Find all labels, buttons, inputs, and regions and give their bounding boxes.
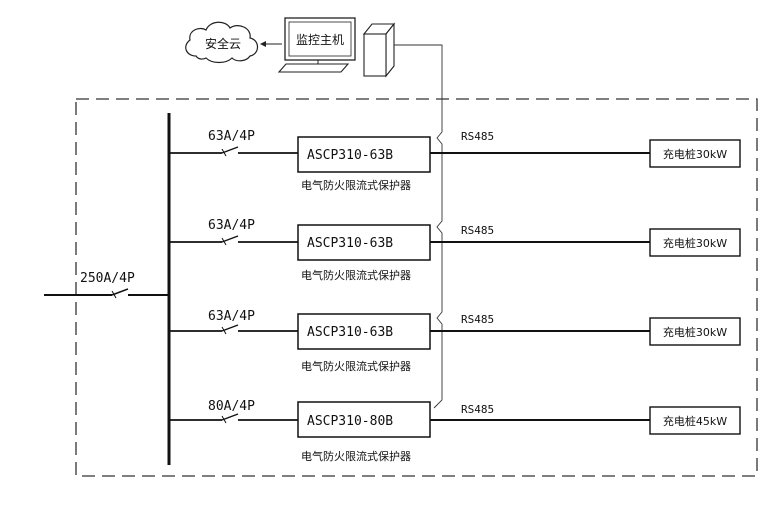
- branch-breaker-label: 80A/4P: [208, 399, 255, 414]
- protector-model: ASCP310-63B: [307, 325, 393, 340]
- branch-2: 63A/4P ASCP310-63B 电气防火限流式保护器 RS485 充电桩3…: [169, 218, 741, 282]
- security-cloud: 安全云: [185, 21, 259, 64]
- protector-desc: 电气防火限流式保护器: [301, 178, 411, 192]
- main-breaker-label: 250A/4P: [80, 271, 135, 286]
- charger-box: [649, 406, 741, 435]
- branch-4: 80A/4P ASCP310-80B 电气防火限流式保护器 RS485 充电桩4…: [169, 399, 741, 463]
- bus-label: RS485: [461, 130, 494, 143]
- protector-box: [297, 401, 431, 438]
- protector-desc: 电气防火限流式保护器: [301, 268, 411, 282]
- monitor-screen: [284, 17, 356, 61]
- cloud-icon: [185, 21, 259, 64]
- main-breaker-contact: [111, 288, 129, 296]
- charger-label: 充电桩45kW: [663, 414, 727, 428]
- breaker-contact: [221, 324, 239, 332]
- charger-box: [649, 139, 741, 168]
- protector-box: [297, 224, 431, 261]
- bus-label: RS485: [461, 313, 494, 326]
- charger-label: 充电桩30kW: [663, 236, 727, 250]
- breaker-contact: [221, 146, 239, 154]
- bus-label: RS485: [461, 224, 494, 237]
- bus-label: RS485: [461, 403, 494, 416]
- rs485-comm-line: [394, 44, 443, 409]
- branch-breaker-label: 63A/4P: [208, 309, 255, 324]
- monitor-host: 监控主机: [277, 17, 396, 78]
- main-breaker: 250A/4P: [44, 271, 170, 299]
- branch-breaker-label: 63A/4P: [208, 129, 255, 144]
- protector-box: [297, 136, 431, 173]
- cloud-label: 安全云: [205, 36, 241, 51]
- protector-desc: 电气防火限流式保护器: [301, 359, 411, 373]
- keyboard: [277, 63, 350, 73]
- charger-label: 充电桩30kW: [663, 325, 727, 339]
- protector-model: ASCP310-80B: [307, 414, 393, 429]
- branch-3: 63A/4P ASCP310-63B 电气防火限流式保护器 RS485 充电桩3…: [169, 309, 741, 373]
- charger-box: [649, 228, 741, 257]
- cloud-arrowhead: [260, 41, 266, 47]
- breaker-contact: [221, 413, 239, 421]
- charger-label: 充电桩30kW: [663, 147, 727, 161]
- charger-box: [649, 317, 741, 346]
- breaker-contact: [221, 235, 239, 243]
- branch-breaker-label: 63A/4P: [208, 218, 255, 233]
- protector-desc: 电气防火限流式保护器: [301, 449, 411, 463]
- protector-model: ASCP310-63B: [307, 148, 393, 163]
- branch-1: 63A/4P ASCP310-63B 电气防火限流式保护器 RS485 充电桩3…: [169, 129, 741, 192]
- protector-model: ASCP310-63B: [307, 236, 393, 251]
- monitor-label: 监控主机: [296, 33, 344, 47]
- distribution-cabinet-boundary: [75, 98, 758, 477]
- protector-box: [297, 313, 431, 350]
